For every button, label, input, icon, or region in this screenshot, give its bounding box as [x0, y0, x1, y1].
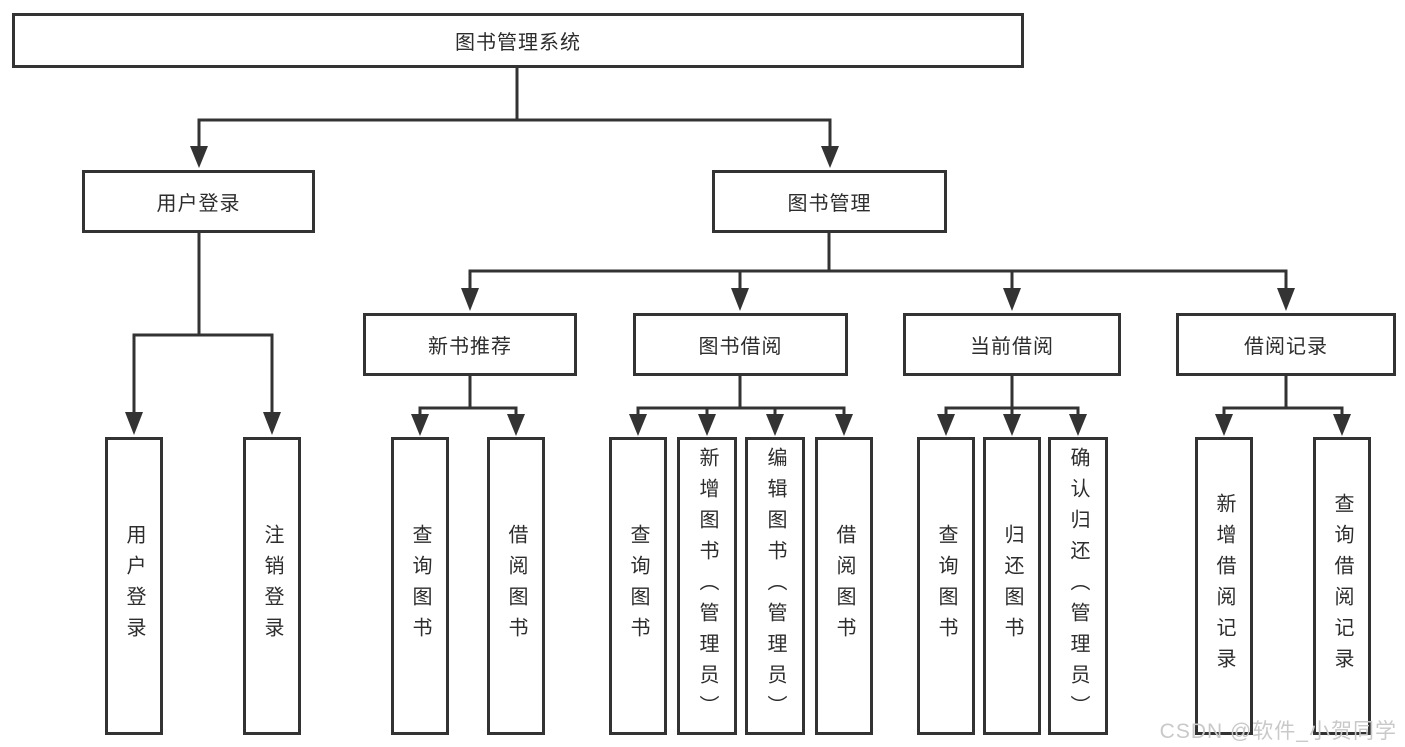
leaf-query-borrow-record: 查询借阅记录	[1313, 437, 1371, 735]
node-current-borrowing: 当前借阅	[903, 313, 1121, 376]
node-label: 新增借阅记录	[1213, 493, 1235, 679]
node-label: 查询借阅记录	[1331, 493, 1353, 679]
node-label: 图书借阅	[698, 336, 783, 358]
node-book-borrowing: 图书借阅	[633, 313, 848, 376]
node-label: 归还图书	[1001, 524, 1023, 648]
leaf-query-books-recommendation: 查询图书	[391, 437, 449, 735]
node-label: 编辑图书（管理员）	[764, 446, 786, 726]
node-borrowing-records: 借阅记录	[1176, 313, 1396, 376]
node-book-management: 图书管理	[712, 170, 947, 233]
node-label: 查询图书	[935, 524, 957, 648]
node-label: 当前借阅	[970, 336, 1054, 358]
node-label: 图书管理系统	[455, 32, 581, 54]
csdn-watermark: CSDN @软件_小贺同学	[1159, 720, 1397, 743]
leaf-confirm-return-admin: 确认归还（管理员）	[1048, 437, 1108, 735]
node-label: 借阅记录	[1244, 336, 1328, 358]
node-label: 新增图书（管理员）	[696, 446, 718, 726]
arrowheads	[125, 146, 1351, 436]
node-label: 借阅图书	[505, 524, 527, 648]
node-library-management-system: 图书管理系统	[12, 13, 1024, 68]
node-label: 用户登录	[156, 193, 241, 215]
node-label: 新书推荐	[428, 336, 512, 358]
leaf-borrow-books-recommendation: 借阅图书	[487, 437, 545, 735]
leaf-query-books-current: 查询图书	[917, 437, 975, 735]
leaf-return-book: 归还图书	[983, 437, 1041, 735]
leaf-add-book-admin: 新增图书（管理员）	[677, 437, 737, 735]
leaf-add-borrow-record: 新增借阅记录	[1195, 437, 1253, 735]
node-label: 注销登录	[261, 524, 283, 648]
node-label: 查询图书	[409, 524, 431, 648]
leaf-borrow-books: 借阅图书	[815, 437, 873, 735]
node-label: 借阅图书	[833, 524, 855, 648]
leaf-logout: 注销登录	[243, 437, 301, 735]
node-label: 图书管理	[787, 193, 872, 215]
node-new-book-recommendation: 新书推荐	[363, 313, 577, 376]
node-label: 查询图书	[627, 524, 649, 648]
node-label: 用户登录	[123, 524, 145, 648]
leaf-edit-book-admin: 编辑图书（管理员）	[745, 437, 805, 735]
node-user-login: 用户登录	[82, 170, 315, 233]
leaf-user-login: 用户登录	[105, 437, 163, 735]
node-label: 确认归还（管理员）	[1067, 446, 1089, 726]
leaf-query-books-borrowing: 查询图书	[609, 437, 667, 735]
